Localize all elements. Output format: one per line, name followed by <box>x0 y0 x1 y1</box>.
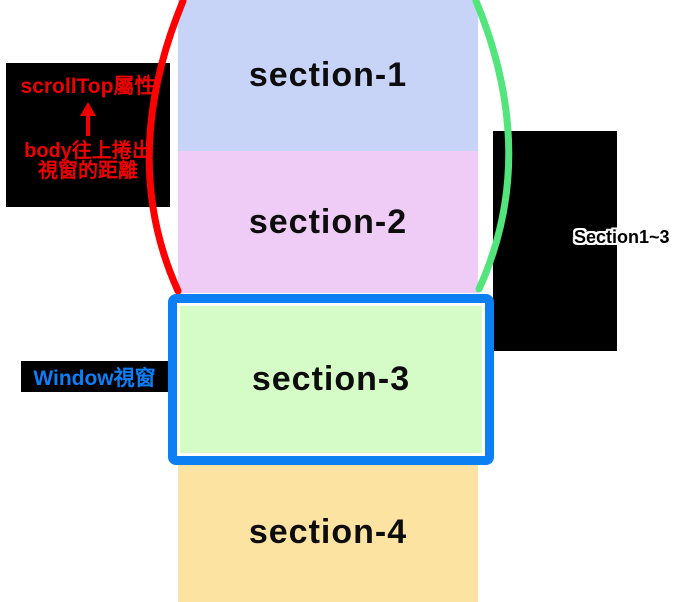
sections-range-label: Section1~3 <box>574 227 670 247</box>
window-viewport-label: Window視窗 <box>21 361 168 392</box>
section-2-box: section-2 <box>178 151 478 293</box>
scrolltop-callout-title: scrollTop屬性 <box>20 75 156 98</box>
section-2-label: section-2 <box>248 202 408 241</box>
section-3-label: section-3 <box>251 360 411 398</box>
up-arrow-icon <box>77 100 99 138</box>
scrolltop-callout-desc-line1: body往上捲出 <box>24 140 152 162</box>
scrolltop-callout: scrollTop屬性 body往上捲出 視窗的距離 <box>6 63 170 207</box>
window-viewport-frame: section-3 <box>168 294 494 465</box>
section-4-label: section-4 <box>248 512 408 551</box>
section-4-box: section-4 <box>178 462 478 602</box>
sections-range-callout <box>493 131 617 351</box>
window-viewport-label-text: Window視窗 <box>33 366 156 390</box>
section-1-label: section-1 <box>248 56 408 94</box>
section-1-box: section-1 <box>178 0 478 151</box>
section-3-box: section-3 <box>180 306 482 453</box>
scrolltop-callout-desc-line2: 視窗的距離 <box>38 160 138 182</box>
